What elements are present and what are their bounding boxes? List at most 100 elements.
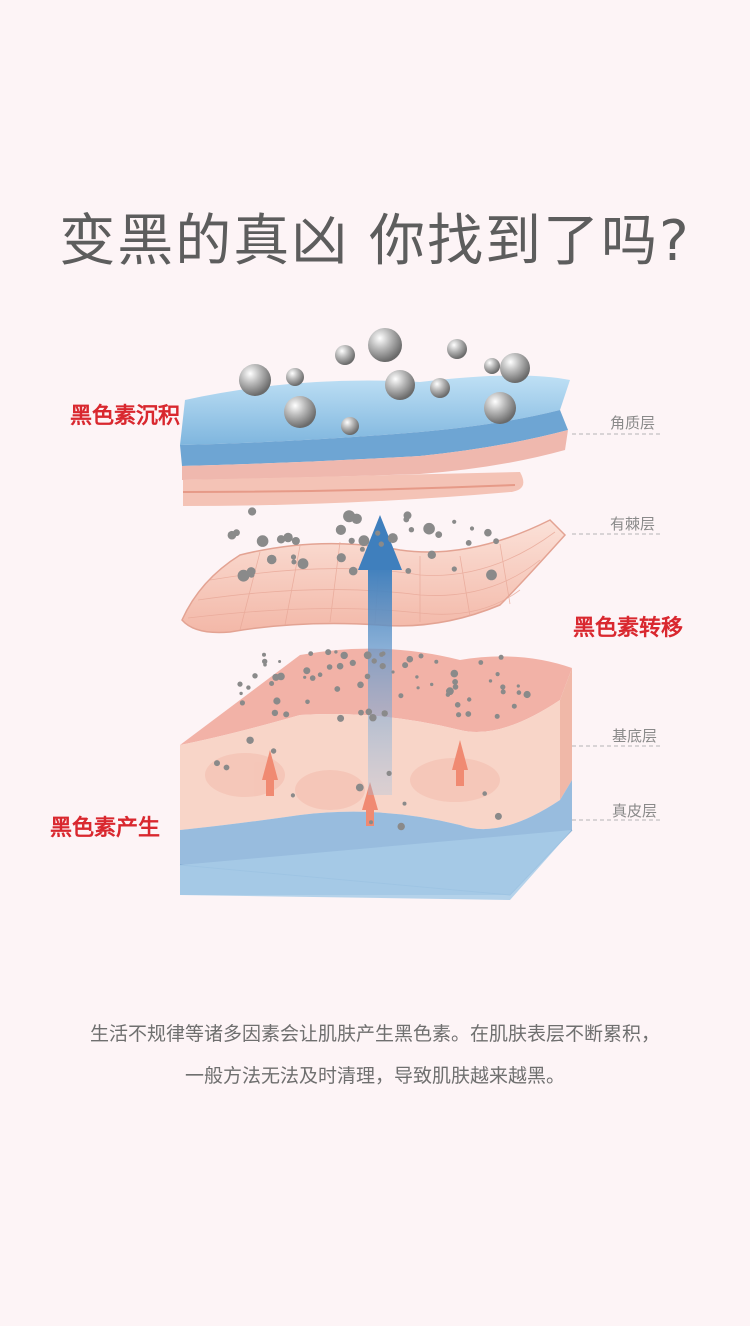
melanin-dot bbox=[369, 714, 377, 722]
melanin-dot bbox=[379, 652, 384, 657]
melanin-dot bbox=[335, 524, 346, 535]
melanin-dot bbox=[402, 662, 409, 669]
melanin-dot bbox=[325, 649, 332, 656]
melanin-dot bbox=[246, 736, 254, 744]
melanin-dot bbox=[239, 700, 245, 706]
melanin-dot bbox=[486, 569, 497, 581]
epidermis-slab bbox=[182, 472, 524, 506]
melanin-dot bbox=[290, 793, 295, 798]
melanin-dot bbox=[351, 513, 362, 524]
melanin-dot bbox=[387, 533, 398, 544]
melanin-dot bbox=[456, 712, 462, 718]
melanin-dot bbox=[482, 791, 488, 796]
melanin-dot bbox=[379, 663, 386, 670]
melanin-dot bbox=[237, 569, 250, 582]
melanin-dot bbox=[478, 660, 484, 665]
melanin-dot bbox=[278, 660, 282, 663]
melanin-dot bbox=[336, 553, 346, 563]
melanin-dot bbox=[290, 554, 297, 560]
melanin-dot bbox=[397, 822, 405, 831]
melanin-dot bbox=[227, 530, 237, 540]
melanin-dot bbox=[484, 528, 492, 537]
label-produce: 黑色素产生 bbox=[50, 816, 161, 841]
melanin-dot bbox=[340, 651, 348, 660]
melanin-particle bbox=[484, 392, 516, 424]
melanin-dot bbox=[406, 655, 414, 663]
melanin-dot bbox=[386, 770, 392, 776]
melanin-dot bbox=[283, 711, 290, 718]
melanin-dot bbox=[273, 697, 281, 705]
melanin-dot bbox=[498, 654, 504, 660]
melanin-dot bbox=[269, 681, 275, 686]
melanin-dot bbox=[358, 535, 370, 547]
description: 生活不规律等诸多因素会让肌肤产生黑色素。在肌肤表层不断累积， 一般方法无法及时清… bbox=[0, 1013, 750, 1097]
melanin-dot bbox=[452, 679, 458, 685]
melanin-dot bbox=[349, 659, 356, 666]
description-line-2: 一般方法无法及时清理，导致肌肤越来越黑。 bbox=[184, 1065, 565, 1087]
melanin-dot bbox=[308, 651, 314, 656]
melanin-dot bbox=[418, 653, 424, 659]
melanin-dot bbox=[423, 522, 435, 535]
melanin-dot bbox=[297, 558, 309, 570]
melanin-dot bbox=[450, 669, 459, 678]
melanin-dot bbox=[214, 760, 220, 767]
melanin-dot bbox=[262, 658, 268, 665]
melanin-dot bbox=[494, 713, 500, 719]
skin-illustration bbox=[179, 328, 660, 900]
melanin-dot bbox=[467, 697, 472, 702]
melanin-particle bbox=[335, 345, 355, 365]
melanin-dot bbox=[291, 559, 297, 565]
melanin-dot bbox=[262, 652, 266, 657]
melanin-particle bbox=[286, 368, 304, 386]
melanin-dot bbox=[276, 535, 286, 544]
melanin-dot bbox=[402, 801, 407, 806]
melanin-dot bbox=[494, 812, 502, 820]
melanin-dot bbox=[364, 673, 371, 680]
label-deposit: 黑色素沉积 bbox=[70, 404, 181, 429]
melanin-dot bbox=[488, 679, 493, 683]
melanin-dot bbox=[270, 748, 277, 754]
melanin-dot bbox=[434, 659, 439, 664]
melanin-particle bbox=[368, 328, 402, 362]
melanin-dot bbox=[334, 686, 341, 692]
melanin-dot bbox=[465, 540, 472, 546]
melanin-dot bbox=[398, 693, 404, 699]
melanin-dot bbox=[391, 670, 395, 674]
melanin-dot bbox=[365, 708, 373, 716]
melanin-particle bbox=[430, 378, 450, 398]
melanin-dot bbox=[363, 651, 372, 660]
description-line-1: 生活不规律等诸多因素会让肌肤产生黑色素。在肌肤表层不断累积， bbox=[89, 1023, 660, 1045]
melanin-particle bbox=[341, 417, 359, 435]
melanin-dot bbox=[430, 682, 434, 687]
melanin-dot bbox=[415, 675, 419, 679]
melanin-dot bbox=[252, 673, 258, 679]
melanin-particle bbox=[239, 364, 271, 396]
melanin-dot bbox=[446, 687, 454, 696]
melanin-dot bbox=[248, 571, 255, 578]
melanin-dot bbox=[493, 538, 499, 545]
melanin-dot bbox=[427, 550, 436, 559]
melanin-dot bbox=[369, 820, 373, 825]
label-transfer: 黑色素转移 bbox=[573, 616, 684, 641]
melanin-particle bbox=[385, 370, 415, 400]
melanin-dot bbox=[381, 710, 388, 717]
melanin-dot bbox=[326, 664, 333, 670]
melanin-dot bbox=[248, 507, 257, 516]
melanin-dot bbox=[511, 703, 517, 709]
melanin-dot bbox=[452, 519, 457, 524]
melanin-dot bbox=[348, 537, 355, 544]
melanin-dot bbox=[283, 532, 293, 543]
melanin-dot bbox=[408, 527, 415, 533]
melanin-particle bbox=[447, 339, 467, 359]
melanin-dot bbox=[256, 535, 269, 547]
label-spinous: 有棘层 bbox=[610, 515, 656, 533]
melanin-dot bbox=[465, 711, 472, 717]
melanin-dot bbox=[291, 537, 300, 545]
melanin-dot bbox=[271, 709, 279, 717]
stratum-corneum-layer bbox=[180, 375, 570, 480]
headline: 变黑的真凶 你找到了吗? bbox=[59, 208, 691, 274]
melanin-dot bbox=[303, 667, 311, 675]
melanin-dot bbox=[317, 672, 323, 677]
melanin-dot bbox=[469, 526, 475, 531]
melanin-dot bbox=[266, 554, 277, 565]
